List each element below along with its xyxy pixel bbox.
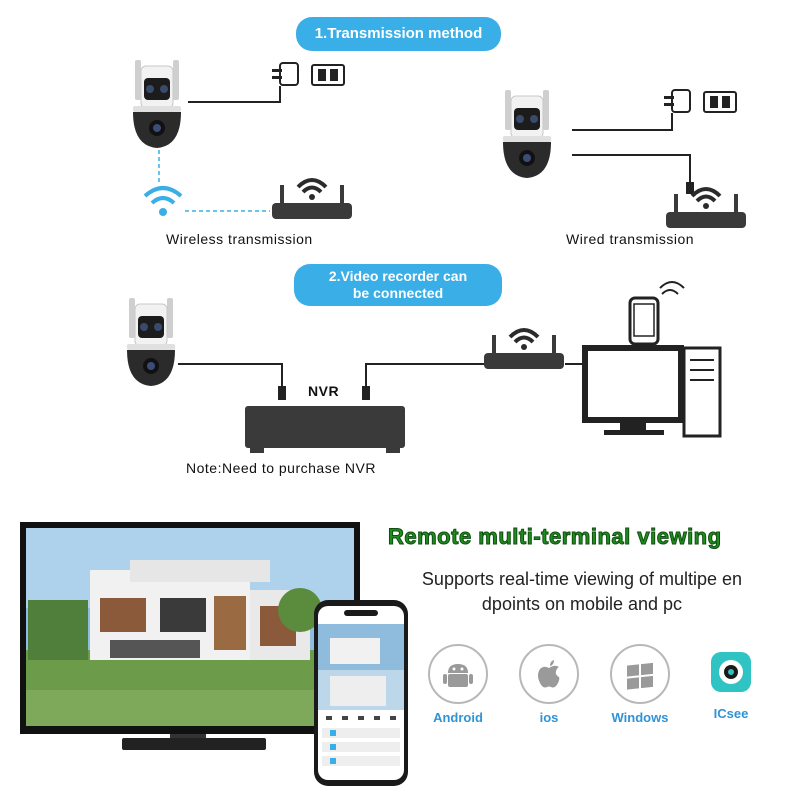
platform-ios: ios — [514, 644, 584, 725]
remote-subtitle-line1: Supports real-time viewing of multipe en — [421, 569, 743, 589]
platform-icsee-label: ICsee — [713, 706, 749, 721]
network-cable-wired — [572, 154, 691, 184]
camera-nvr — [126, 297, 176, 387]
platform-android-label: Android — [433, 710, 483, 725]
computer-icon — [582, 345, 722, 438]
nvr-label: NVR — [308, 383, 340, 399]
power-adapter-wireless — [271, 62, 345, 86]
video-recorder-title: 2.Video recorder can be connected — [294, 264, 502, 306]
icsee-icon — [703, 644, 759, 700]
nvr-plug-right — [362, 386, 370, 400]
router-wireless — [270, 178, 354, 221]
platform-icsee: ICsee — [696, 644, 766, 721]
platform-android: Android — [423, 644, 493, 725]
wired-transmission-label: Wired transmission — [566, 231, 695, 247]
windows-icon — [610, 644, 670, 704]
nvr-plug-left — [278, 386, 286, 400]
remote-viewing-subtitle: Supports real-time viewing of multipe en… — [392, 567, 772, 617]
wifi-icon — [143, 186, 183, 216]
camera-wired — [502, 89, 552, 179]
apple-icon — [519, 644, 579, 704]
tv-stand — [122, 734, 266, 750]
rj45-plug-wired — [686, 182, 694, 194]
nvr-to-router-cable — [365, 363, 484, 388]
video-recorder-title-line2: be connected — [352, 285, 444, 301]
platform-ios-label: ios — [539, 710, 559, 725]
android-icon — [428, 644, 488, 704]
camera-wireless — [132, 59, 182, 149]
video-recorder-title-line1: 2.Video recorder can — [328, 268, 468, 284]
power-cable-wired — [572, 113, 673, 131]
nvr-note: Note:Need to purchase NVR — [186, 460, 376, 476]
power-cable-wireless — [188, 86, 281, 103]
platform-windows: Windows — [605, 644, 675, 725]
remote-subtitle-line2: dpoints on mobile and pc — [481, 594, 683, 614]
wireless-transmission-label: Wireless transmission — [166, 231, 313, 247]
router-wired — [664, 187, 748, 230]
camera-to-nvr-cable — [178, 363, 283, 388]
remote-viewing-title: Remote multi-terminal viewing — [388, 524, 722, 550]
phone-icon — [628, 281, 685, 346]
platform-windows-label: Windows — [611, 710, 669, 725]
tv-screen — [20, 522, 360, 734]
power-adapter-wired — [663, 89, 737, 113]
phone-mockup — [314, 600, 408, 786]
router-nvr — [482, 328, 566, 371]
transmission-method-title: 1.Transmission method — [296, 17, 501, 51]
nvr-box — [245, 406, 405, 448]
